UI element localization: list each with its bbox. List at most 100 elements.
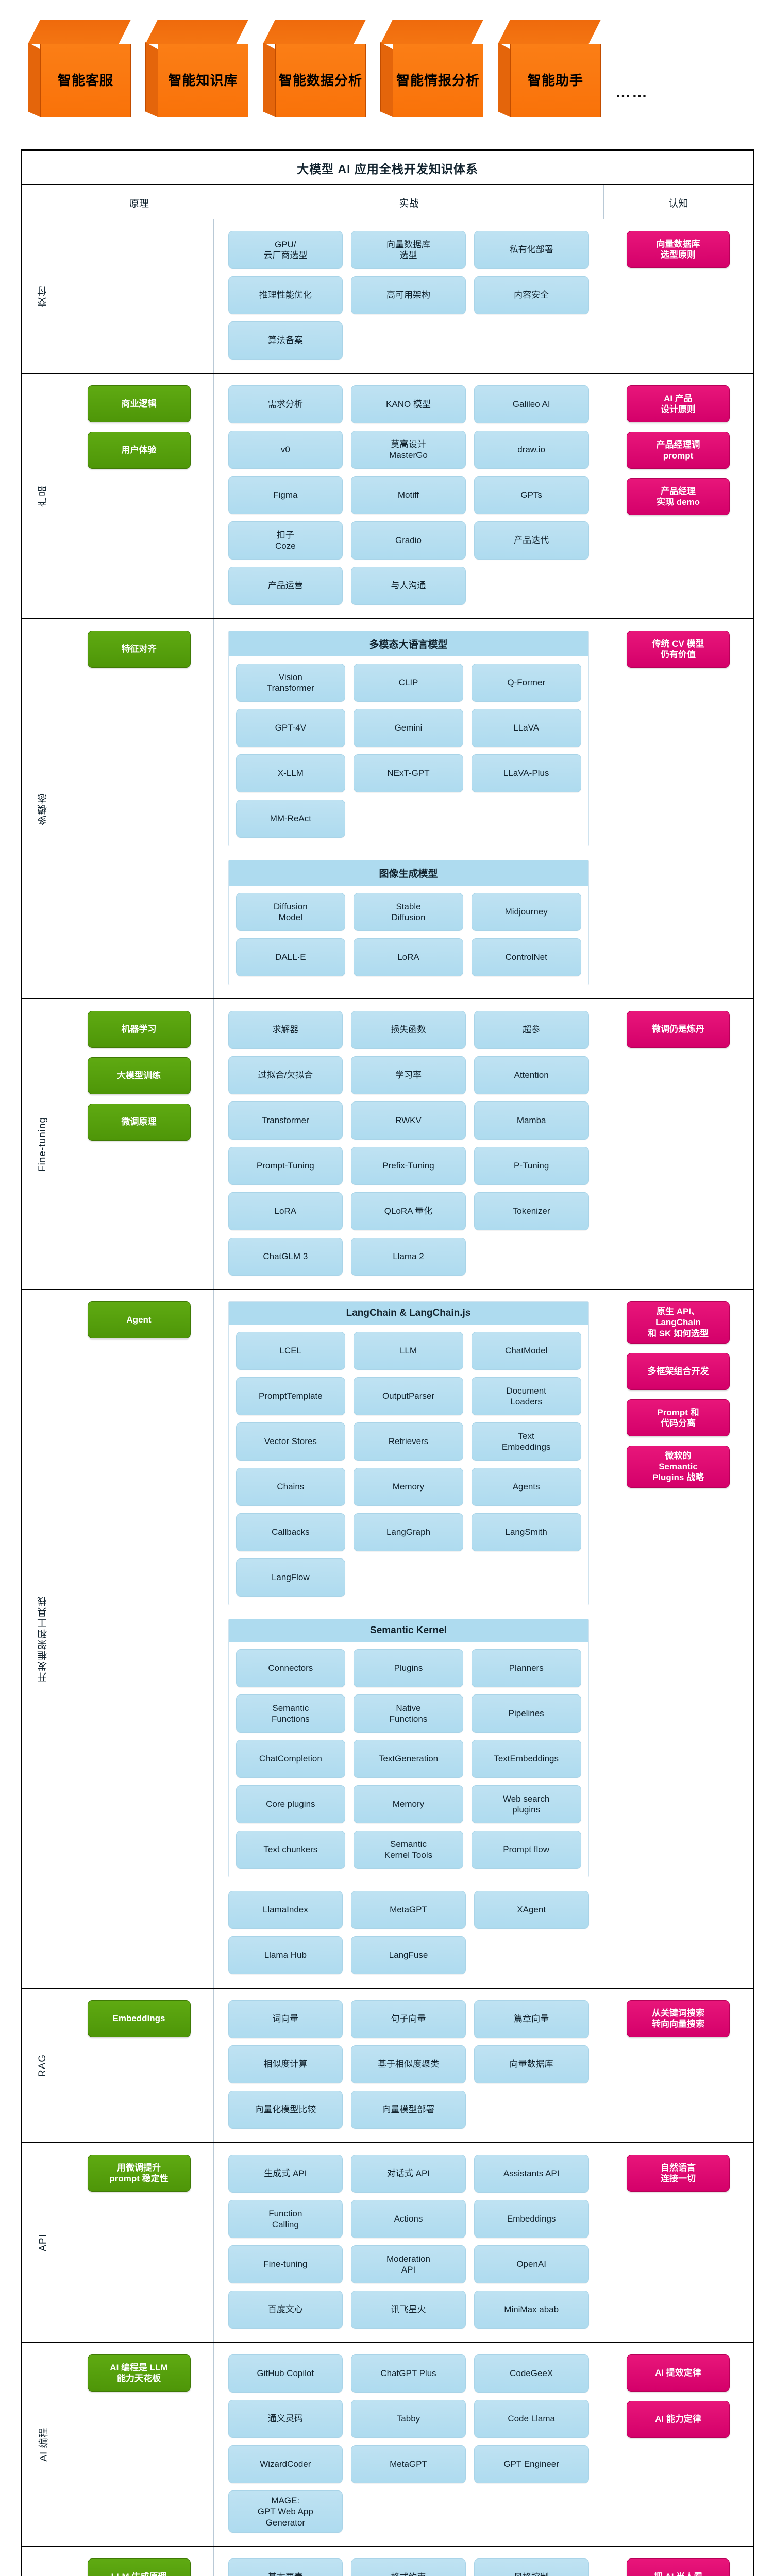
topic-chip[interactable]: GPU/云厂商选型 <box>228 231 343 269</box>
topic-chip[interactable]: 过拟合/欠拟合 <box>228 1056 343 1094</box>
banner-cube-3[interactable]: 智能情报分析 <box>380 20 483 117</box>
topic-chip[interactable]: Core plugins <box>235 1785 346 1823</box>
principle-chip[interactable]: 微调原理 <box>87 1104 191 1141</box>
principle-chip[interactable]: 机器学习 <box>87 1011 191 1048</box>
topic-chip[interactable]: MetaGPT <box>351 1891 466 1929</box>
topic-chip[interactable]: GPTs <box>474 476 589 514</box>
topic-chip[interactable]: 相似度计算 <box>228 2045 343 2083</box>
topic-chip[interactable]: Motiff <box>351 476 466 514</box>
topic-chip[interactable]: LangSmith <box>471 1513 581 1551</box>
topic-chip[interactable]: 学习率 <box>351 1056 466 1094</box>
topic-chip[interactable]: Connectors <box>235 1649 346 1687</box>
topic-chip[interactable]: LangGraph <box>354 1513 463 1551</box>
cognition-chip[interactable]: 多框架组合开发 <box>627 1352 730 1390</box>
topic-chip[interactable]: 词向量 <box>228 2000 343 2038</box>
topic-chip[interactable]: ChatGLM 3 <box>228 1238 343 1276</box>
principle-chip[interactable]: LLM 生成原理 <box>87 2558 191 2576</box>
topic-chip[interactable]: 基本要素 <box>228 2558 343 2576</box>
topic-chip[interactable]: ControlNet <box>471 938 581 976</box>
topic-chip[interactable]: CLIP <box>354 664 463 702</box>
topic-chip[interactable]: LoRA <box>354 938 463 976</box>
topic-chip[interactable]: Retrievers <box>354 1422 463 1461</box>
topic-chip[interactable]: TextEmbeddings <box>471 1740 581 1778</box>
topic-chip[interactable]: 求解器 <box>228 1011 343 1049</box>
topic-chip[interactable]: 篇章向量 <box>474 2000 589 2038</box>
topic-chip[interactable]: LangFuse <box>351 1936 466 1974</box>
topic-chip[interactable]: NExT-GPT <box>354 754 463 792</box>
topic-chip[interactable]: QLoRA 量化 <box>351 1192 466 1230</box>
topic-chip[interactable]: TextGeneration <box>354 1740 463 1778</box>
principle-chip[interactable]: 商业逻辑 <box>87 385 191 422</box>
topic-chip[interactable]: LLM <box>354 1332 463 1370</box>
principle-chip[interactable]: Agent <box>87 1301 191 1338</box>
topic-chip[interactable]: Galileo AI <box>474 385 589 423</box>
topic-chip[interactable]: Mamba <box>474 1101 589 1140</box>
principle-chip[interactable]: 大模型训练 <box>87 1057 191 1094</box>
topic-chip[interactable]: Pipelines <box>471 1694 581 1733</box>
topic-chip[interactable]: LCEL <box>235 1332 346 1370</box>
cognition-chip[interactable]: AI 能力定律 <box>627 2401 730 2438</box>
topic-chip[interactable]: Llama 2 <box>351 1238 466 1276</box>
topic-chip[interactable]: MiniMax abab <box>474 2291 589 2329</box>
topic-chip[interactable]: Q-Former <box>471 664 581 702</box>
topic-chip[interactable]: OutputParser <box>354 1377 463 1415</box>
topic-chip[interactable]: Assistants API <box>474 2155 589 2193</box>
topic-chip[interactable]: Agents <box>471 1468 581 1506</box>
topic-chip[interactable]: 需求分析 <box>228 385 343 423</box>
topic-chip[interactable]: 超参 <box>474 1011 589 1049</box>
topic-chip[interactable]: 内容安全 <box>474 276 589 314</box>
topic-chip[interactable]: 句子向量 <box>351 2000 466 2038</box>
topic-chip[interactable]: 私有化部署 <box>474 231 589 269</box>
topic-chip[interactable]: Tokenizer <box>474 1192 589 1230</box>
topic-chip[interactable]: Gradio <box>351 521 466 560</box>
topic-chip[interactable]: PromptTemplate <box>235 1377 346 1415</box>
topic-chip[interactable]: KANO 模型 <box>351 385 466 423</box>
topic-chip[interactable]: Gemini <box>354 709 463 747</box>
topic-chip[interactable]: 格式约束 <box>351 2558 466 2576</box>
banner-cube-2[interactable]: 智能数据分析 <box>263 20 366 117</box>
topic-chip[interactable]: Plugins <box>354 1649 463 1687</box>
topic-chip[interactable]: LoRA <box>228 1192 343 1230</box>
topic-chip[interactable]: 向量化模型比较 <box>228 2091 343 2129</box>
topic-chip[interactable]: draw.io <box>474 431 589 469</box>
topic-chip[interactable]: 与人沟通 <box>351 567 466 605</box>
cognition-chip[interactable]: 向量数据库选型原则 <box>627 231 730 268</box>
cognition-chip[interactable]: AI 提效定律 <box>627 2354 730 2392</box>
topic-chip[interactable]: 高可用架构 <box>351 276 466 314</box>
topic-chip[interactable]: Text chunkers <box>235 1831 346 1869</box>
topic-chip[interactable]: 推理性能优化 <box>228 276 343 314</box>
topic-chip[interactable]: LLaVA <box>471 709 581 747</box>
topic-chip[interactable]: MM-ReAct <box>235 800 346 838</box>
topic-chip[interactable]: P-Tuning <box>474 1147 589 1185</box>
cognition-chip[interactable]: 传统 CV 模型仍有价值 <box>627 631 730 668</box>
topic-chip[interactable]: GPT-4V <box>235 709 346 747</box>
topic-chip[interactable]: Attention <box>474 1056 589 1094</box>
principle-chip[interactable]: 用户体验 <box>87 432 191 469</box>
topic-chip[interactable]: Memory <box>354 1785 463 1823</box>
topic-chip[interactable]: Planners <box>471 1649 581 1687</box>
topic-chip[interactable]: Actions <box>351 2200 466 2238</box>
topic-chip[interactable]: LangFlow <box>235 1558 346 1597</box>
topic-chip[interactable]: LlamaIndex <box>228 1891 343 1929</box>
topic-chip[interactable]: GitHub Copilot <box>228 2354 343 2393</box>
topic-chip[interactable]: Embeddings <box>474 2200 589 2238</box>
topic-chip[interactable]: MetaGPT <box>351 2445 466 2483</box>
topic-chip[interactable]: Midjourney <box>471 893 581 931</box>
topic-chip[interactable]: XAgent <box>474 1891 589 1929</box>
topic-chip[interactable]: 百度文心 <box>228 2291 343 2329</box>
banner-cube-1[interactable]: 智能知识库 <box>145 20 248 117</box>
cognition-chip[interactable]: 从关键词搜索转向向量搜索 <box>627 2000 730 2037</box>
topic-chip[interactable]: ChatModel <box>471 1332 581 1370</box>
topic-chip[interactable]: OpenAI <box>474 2245 589 2283</box>
topic-chip[interactable]: Tabby <box>351 2400 466 2438</box>
topic-chip[interactable]: Callbacks <box>235 1513 346 1551</box>
topic-chip[interactable]: ChatCompletion <box>235 1740 346 1778</box>
